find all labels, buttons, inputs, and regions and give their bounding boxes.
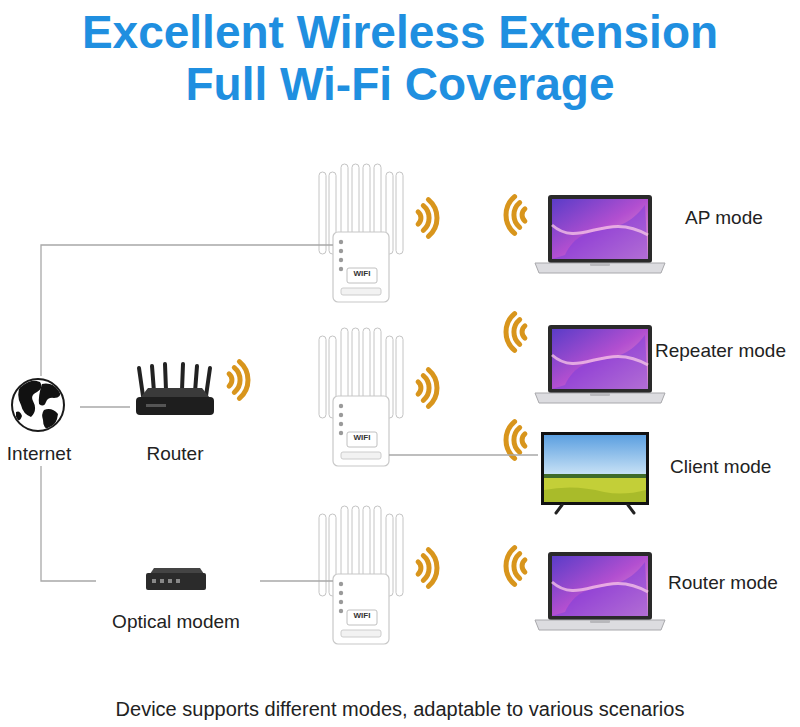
node-label: AP mode: [685, 207, 763, 229]
node-label: WIFI: [347, 269, 377, 278]
icon-node: Optical modem: [96, 566, 260, 636]
connector-line: [389, 454, 538, 455]
node-label: WIFI: [347, 433, 377, 442]
connector-line: [41, 466, 96, 581]
client-device: AP mode: [532, 192, 794, 276]
icon-node: Internet: [2, 376, 80, 466]
title: Excellent Wireless Extension Full Wi-Fi …: [60, 6, 740, 110]
connector-line: [260, 580, 333, 581]
node-label: Optical modem: [96, 611, 256, 633]
extender-device: WIFI: [333, 574, 389, 644]
node-label: WIFI: [347, 611, 377, 620]
extender-device: WIFI: [333, 232, 389, 302]
caption: Device supports different modes, adaptab…: [0, 697, 800, 721]
node-label: Router: [130, 443, 220, 465]
client-device: Router mode: [532, 548, 794, 634]
client-device: Repeater mode: [532, 322, 794, 408]
node-label: Router mode: [668, 572, 778, 594]
connector-line: [80, 406, 130, 407]
icon-node: Router: [130, 362, 224, 466]
client-device: Client mode: [538, 428, 794, 514]
node-label: Internet: [2, 443, 76, 465]
node-label: Client mode: [670, 456, 771, 478]
connector-line: [41, 245, 333, 376]
extender-device: WIFI: [333, 396, 389, 466]
node-label: Repeater mode: [655, 340, 786, 362]
